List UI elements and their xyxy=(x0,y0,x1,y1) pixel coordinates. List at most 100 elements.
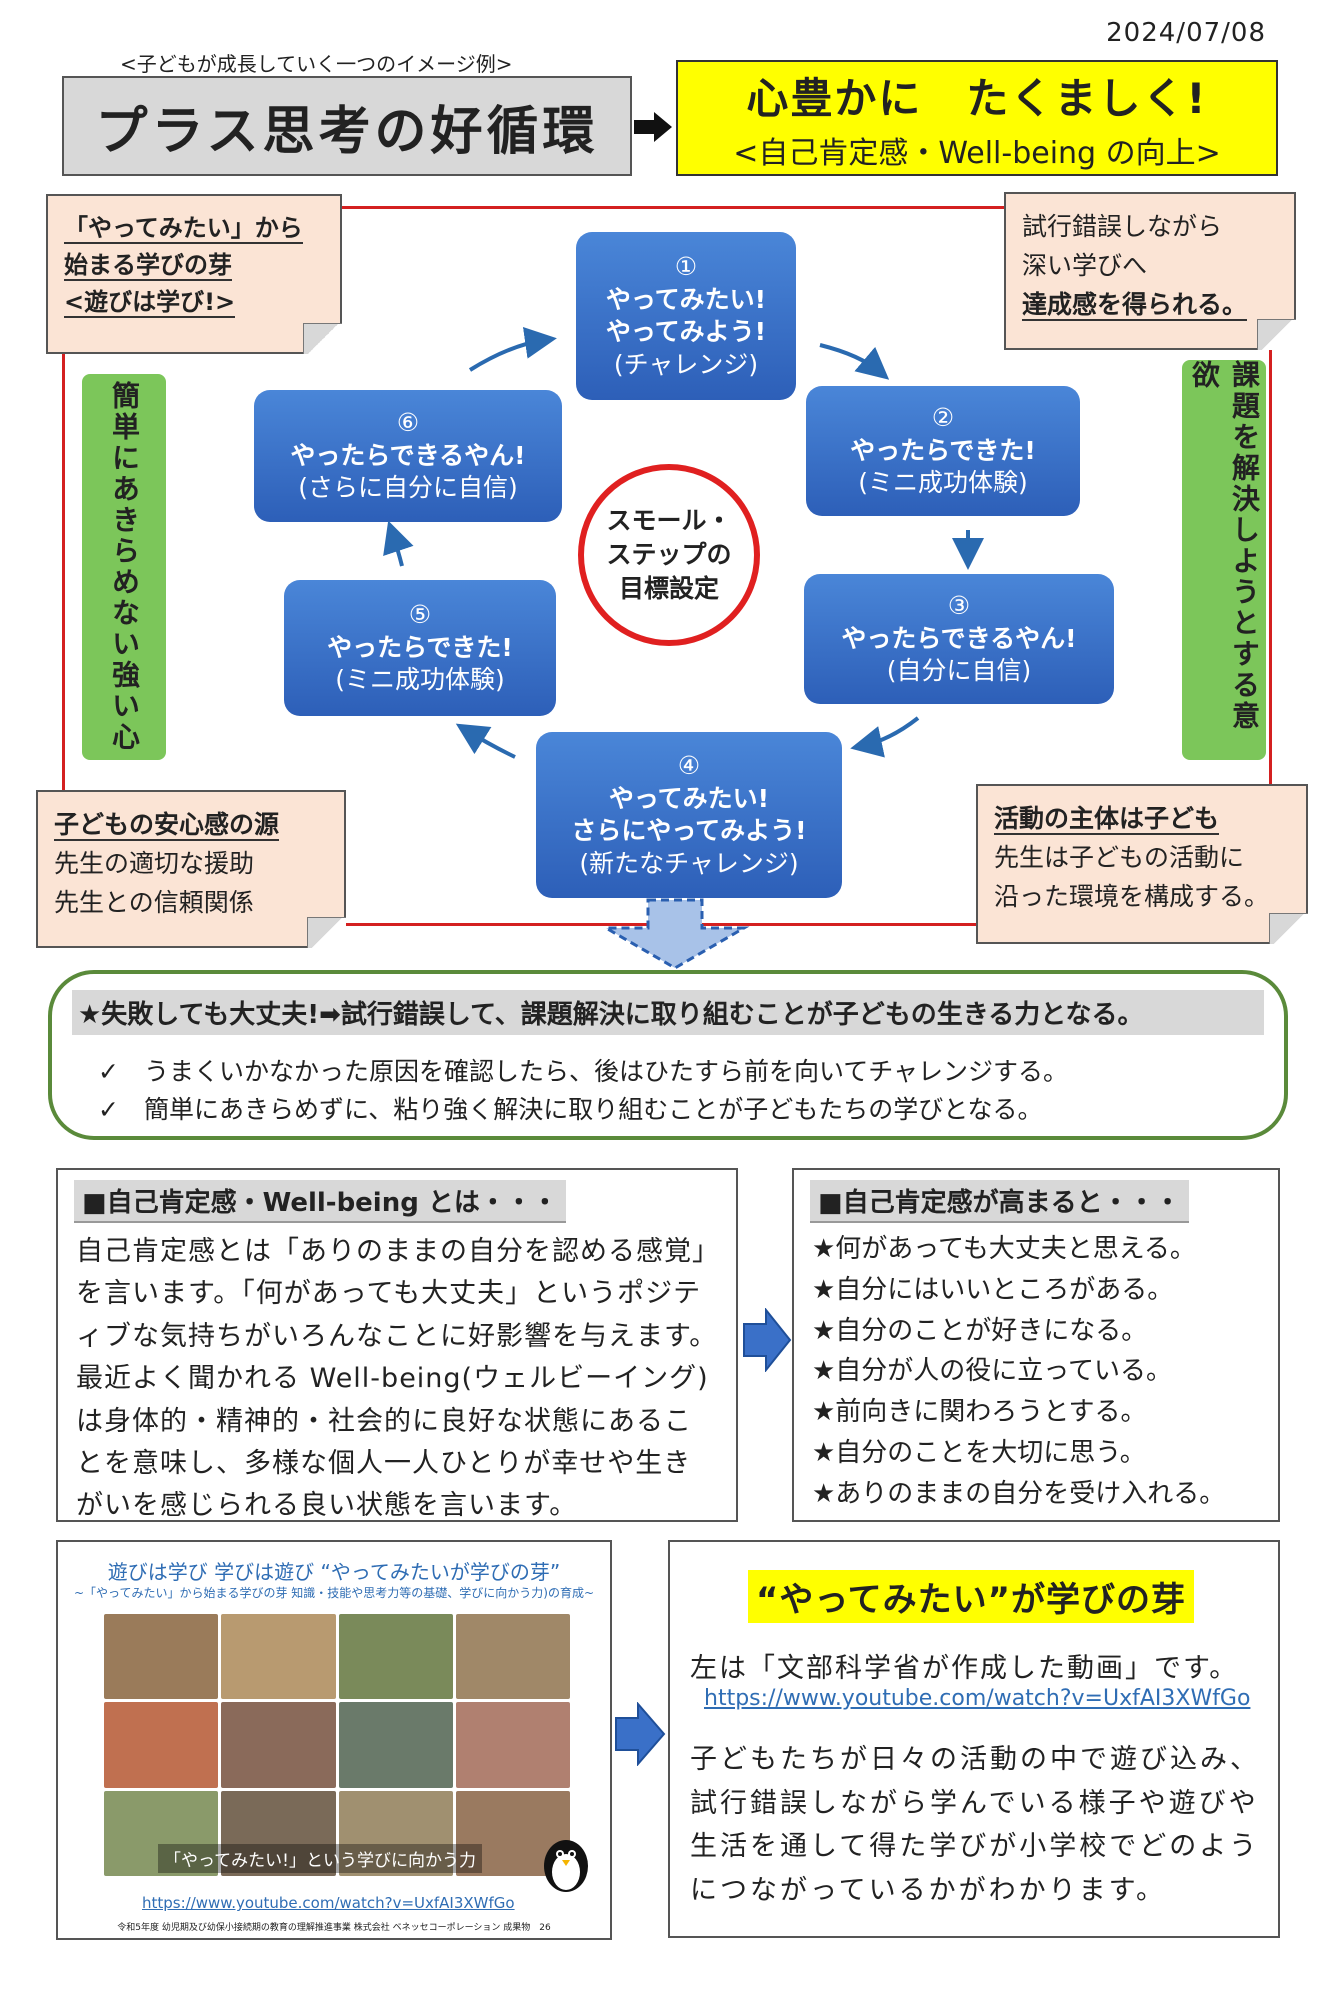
photo xyxy=(338,1702,453,1788)
note-line: 子どもの安心感の源 xyxy=(54,810,280,841)
step-number: ③ xyxy=(947,591,971,621)
cycle-step-3: ③ やったらできるやん! (自分に自信) xyxy=(804,574,1114,704)
photo xyxy=(455,1702,570,1788)
center-text: ステップの xyxy=(606,540,732,570)
note-line: 「やってみたい」から xyxy=(64,214,303,244)
photo xyxy=(104,1614,219,1700)
video-page-number: 26 xyxy=(539,1923,551,1933)
arrow-icon xyxy=(819,343,890,380)
video-thumbnail[interactable]: 遊びは学び 学びは遊び “やってみたいが学びの芽” ~「やってみたい」から始まる… xyxy=(56,1540,612,1940)
note-top-right: 試行錯誤しながら 深い学びへ 達成感を得られる。 xyxy=(1004,192,1296,350)
benefit-item: ★自分のことが好きになる。 xyxy=(812,1315,1148,1346)
step-text: (新たなチャレンジ) xyxy=(579,848,799,878)
step-number: ⑤ xyxy=(408,600,432,630)
note-top-left: 「やってみたい」から 始まる学びの芽 <遊びは学び!> xyxy=(46,194,342,354)
note-line: 達成感を得られる。 xyxy=(1022,289,1248,321)
note-line: 沿った環境を構成する。 xyxy=(994,881,1270,911)
step-text: やったらできるやん! xyxy=(290,440,526,470)
video-footer: 令和5年度 幼児期及び幼保小接続期の教育の理解推進事業 株式会社 ベネッセコーポ… xyxy=(58,1920,610,1933)
photo xyxy=(221,1790,336,1876)
benefit-item: ★何があっても大丈夫と思える。 xyxy=(812,1234,1196,1264)
center-goal-circle: スモール・ ステップの 目標設定 xyxy=(578,464,760,646)
benefit-item: ★ありのままの自分を受け入れる。 xyxy=(812,1478,1226,1509)
note-line: 始まる学びの芽 xyxy=(64,251,232,282)
step-text: やってみたい! xyxy=(608,783,770,813)
summary-heading: ★失敗しても大丈夫!➡試行錯誤して、課題解決に取り組むことが子どもの生きる力とな… xyxy=(72,990,1264,1035)
photo xyxy=(104,1702,219,1788)
photo xyxy=(221,1702,336,1788)
yattemitai-title: “やってみたい”が学びの芽 xyxy=(748,1570,1194,1623)
wellbeing-body: 自己肯定感とは「ありのままの自分を認める感覚」を言います。「何があっても大丈夫」… xyxy=(76,1236,718,1522)
wellbeing-heading: ■自己肯定感・Well-being とは・・・ xyxy=(74,1180,566,1223)
benefit-item: ★自分が人の役に立っている。 xyxy=(812,1356,1173,1387)
cycle-step-2: ② やったらできた! (ミニ成功体験) xyxy=(806,386,1080,516)
note-bottom-right: 活動の主体は子ども 先生は子どもの活動に 沿った環境を構成する。 xyxy=(976,784,1308,944)
side-label-right-text: 課題を解決しようとする意欲 xyxy=(1188,360,1261,732)
photo xyxy=(338,1790,453,1876)
arrow-icon xyxy=(383,520,414,567)
step-text: やってみよう! xyxy=(605,317,767,346)
step-text: (ミニ成功体験) xyxy=(335,665,505,695)
arrow-icon xyxy=(850,716,920,758)
page-title-text: プラス思考の好循環 xyxy=(95,101,599,162)
photo xyxy=(104,1790,219,1876)
cycle-arrows xyxy=(383,326,984,759)
summary-item: ✓ うまくいかなかった原因を確認したら、後はひたすら前を向いてチャレンジする。 xyxy=(98,1057,1068,1086)
video-caption: 「やってみたい!」という学びに向かう力 xyxy=(158,1844,482,1873)
side-label-right: 課題を解決しようとする意欲 xyxy=(1182,360,1266,760)
youtube-link[interactable]: https://www.youtube.com/watch?v=UxfAI3XW… xyxy=(704,1686,1251,1711)
right-arrow-icon xyxy=(743,1308,792,1372)
benefits-heading: ■自己肯定感が高まると・・・ xyxy=(810,1180,1189,1223)
video-link[interactable]: https://www.youtube.com/watch?v=UxfAI3XW… xyxy=(142,1894,515,1912)
note-line: 試行錯誤しながら xyxy=(1022,212,1223,241)
page-fold-icon xyxy=(1269,913,1308,944)
step-text: やったらできた! xyxy=(327,632,513,662)
note-line: 活動の主体は子ども xyxy=(994,804,1220,835)
yattemitai-intro: 左は「文部科学省が作成した動画」です。 xyxy=(690,1653,1239,1684)
page-fold-icon xyxy=(1257,319,1296,350)
page-fold-icon xyxy=(307,917,346,948)
step-text: (ミニ成功体験) xyxy=(858,468,1028,498)
benefit-item: ★自分にはいいところがある。 xyxy=(812,1274,1174,1305)
note-line: 深い学びへ xyxy=(1022,250,1148,280)
step-number: ⑥ xyxy=(396,408,420,438)
arrow-icon xyxy=(455,723,516,759)
step-text: (チャレンジ) xyxy=(613,349,759,379)
date: 2024/07/08 xyxy=(1106,18,1266,48)
wellbeing-panel: ■自己肯定感・Well-being とは・・・ 自己肯定感とは「ありのままの自分… xyxy=(56,1168,738,1522)
benefit-item: ★前向きに関わろうとする。 xyxy=(812,1397,1147,1428)
right-arrow-icon xyxy=(615,1702,666,1766)
goal-box: 心豊かに たくましく! <自己肯定感・Well-being の向上> xyxy=(676,60,1278,176)
cycle-step-1: ① やってみたい! やってみよう! (チャレンジ) xyxy=(576,232,796,400)
center-text: スモール・ xyxy=(606,506,732,536)
right-arrow-icon xyxy=(634,112,672,142)
cycle-step-4: ④ やってみたい! さらにやってみよう! (新たなチャレンジ) xyxy=(536,732,842,898)
side-label-left: 簡単にあきらめない強い心 xyxy=(82,374,166,760)
center-text: 目標設定 xyxy=(618,573,719,603)
cycle-step-6: ⑥ やったらできるやん! (さらに自分に自信) xyxy=(254,390,562,522)
page-title: プラス思考の好循環 xyxy=(62,76,632,176)
summary-item: ✓ 簡単にあきらめずに、粘り強く解決に取り組むことが子どもたちの学びとなる。 xyxy=(98,1095,1043,1124)
note-line: 先生は子どもの活動に xyxy=(994,842,1245,872)
yattemitai-body: 子どもたちが日々の活動の中で遊び込み、試行錯誤しながら学んでいる様子や遊びや生活… xyxy=(690,1744,1260,1907)
photo xyxy=(221,1614,336,1700)
step-text: さらにやってみよう! xyxy=(571,816,807,845)
yattemitai-panel: “やってみたい”が学びの芽 左は「文部科学省が作成した動画」です。 https:… xyxy=(668,1540,1280,1938)
subtitle: <子どもが成長していく一つのイメージ例> xyxy=(120,52,513,76)
note-line: 先生との信頼関係 xyxy=(54,887,254,917)
video-footer-text: 令和5年度 幼児期及び幼保小接続期の教育の理解推進事業 株式会社 ベネッセコーポ… xyxy=(117,1923,531,1933)
down-arrow-icon xyxy=(600,898,750,970)
step-text: やってみたい! xyxy=(605,284,767,314)
step-number: ① xyxy=(674,252,698,281)
video-subtitle: ~「やってみたい」から始まる学びの芽 知識・技能や思考力等の基礎、学びに向かう力… xyxy=(73,1586,594,1600)
benefit-item: ★自分のことを大切に思う。 xyxy=(812,1438,1146,1469)
goal-line2: <自己肯定感・Well-being の向上> xyxy=(733,135,1221,171)
summary-box: ★失敗しても大丈夫!➡試行錯誤して、課題解決に取り組むことが子どもの生きる力とな… xyxy=(48,970,1288,1140)
step-text: やったらできた! xyxy=(850,435,1036,465)
video-title: 遊びは学び 学びは遊び “やってみたいが学びの芽” xyxy=(107,1560,561,1584)
step-number: ② xyxy=(931,403,955,433)
cycle-step-5: ⑤ やったらできた! (ミニ成功体験) xyxy=(284,580,556,716)
note-bottom-left: 子どもの安心感の源 先生の適切な援助 先生との信頼関係 xyxy=(36,790,346,948)
photo xyxy=(455,1614,570,1700)
photo-collage xyxy=(104,1614,570,1876)
